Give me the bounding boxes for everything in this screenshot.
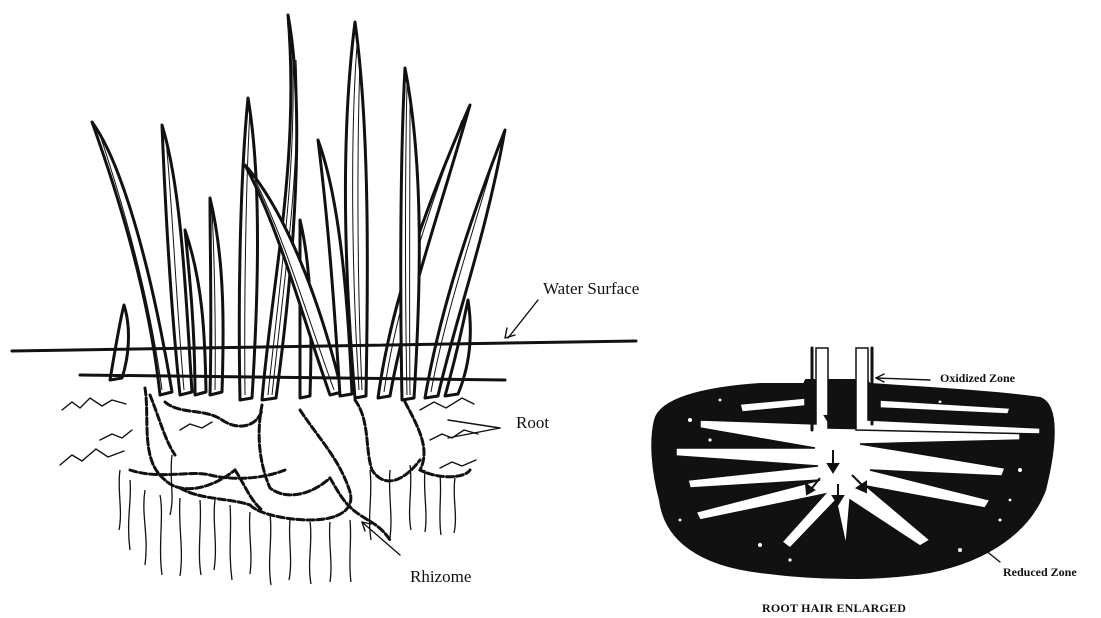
rhizomes <box>130 388 470 540</box>
root-label: Root <box>516 413 549 432</box>
rhizome-label: Rhizome <box>410 567 471 586</box>
sediment-tufts <box>60 398 478 468</box>
water-surface-label: Water Surface <box>543 279 639 298</box>
oxidized-zone-label: Oxidized Zone <box>940 371 1016 385</box>
root-hair-title: ROOT HAIR ENLARGED <box>762 601 906 615</box>
plant-illustration: Water Surface Root Rhizome <box>12 15 639 586</box>
leaves <box>92 15 505 400</box>
root-hair-illustration: O₂ O₂ Oxidized Zone Reduced Zone ROOT HA… <box>652 348 1077 615</box>
reduced-zone-label: Reduced Zone <box>1003 565 1077 579</box>
o2-center-label: O₂ <box>842 457 857 472</box>
o2-top-label: O₂ <box>830 375 848 394</box>
